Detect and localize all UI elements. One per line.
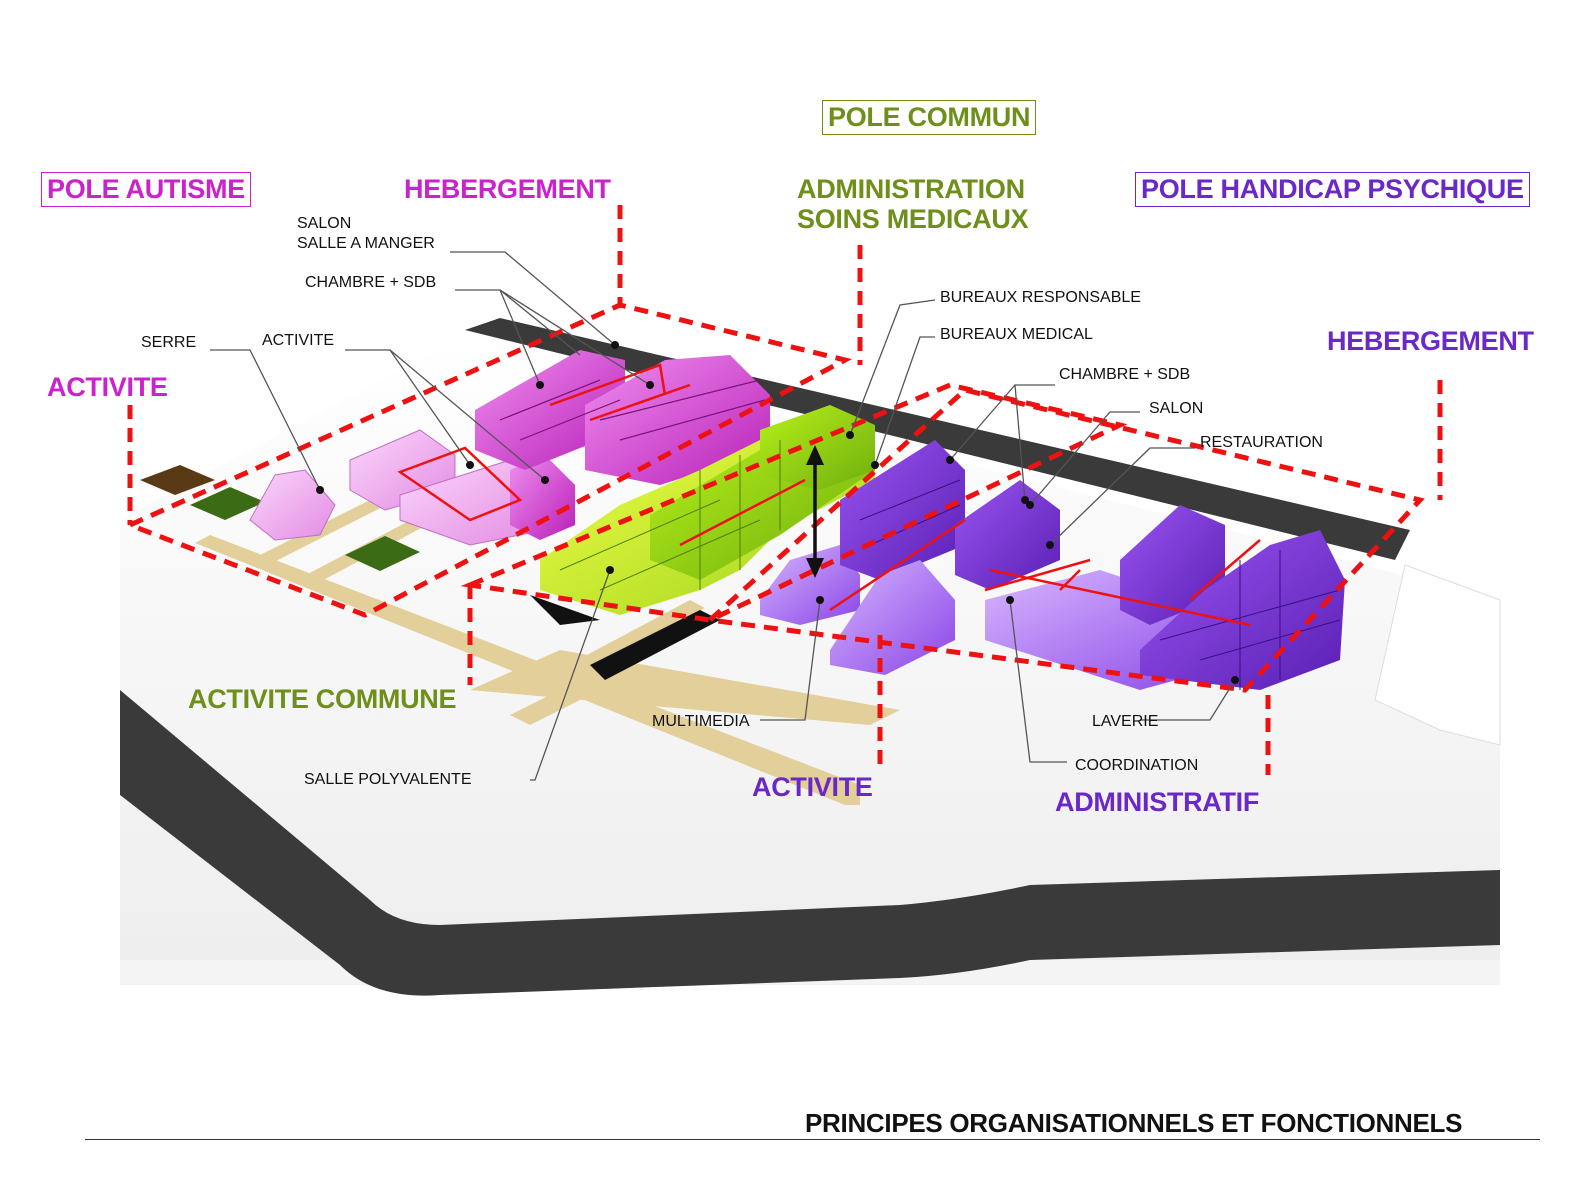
- label-salon: SALON: [297, 214, 351, 234]
- label-activite: ACTIVITE: [262, 331, 334, 351]
- pole-autisme-header: POLE AUTISME: [41, 172, 251, 207]
- label-bureaux-medical: BUREAUX MEDICAL: [940, 325, 1093, 345]
- label-restauration: RESTAURATION: [1200, 433, 1323, 453]
- activite-autisme-header: ACTIVITE: [47, 374, 168, 401]
- activite-psychique-header: ACTIVITE: [752, 774, 873, 801]
- pole-commun-header: POLE COMMUN: [822, 100, 1036, 135]
- label-bureaux-responsable: BUREAUX RESPONSABLE: [940, 288, 1141, 308]
- administratif-header: ADMINISTRATIF: [1055, 789, 1259, 816]
- label-laverie: LAVERIE: [1092, 712, 1158, 732]
- hebergement-autisme-header: HEBERGEMENT: [404, 176, 611, 203]
- label-chambre-sdb-2: CHAMBRE + SDB: [1059, 365, 1190, 385]
- label-serre: SERRE: [141, 333, 196, 353]
- soins-medicaux-header: SOINS MEDICAUX: [797, 206, 1028, 233]
- label-coordination: COORDINATION: [1075, 756, 1198, 776]
- page-title: PRINCIPES ORGANISATIONNELS ET FONCTIONNE…: [805, 1108, 1462, 1139]
- hebergement-psychique-header: HEBERGEMENT: [1327, 328, 1534, 355]
- label-salle-polyvalente: SALLE POLYVALENTE: [304, 770, 471, 790]
- title-underline: [85, 1139, 1540, 1140]
- label-salon-2: SALON: [1149, 399, 1203, 419]
- activite-commune-header: ACTIVITE COMMUNE: [188, 686, 456, 713]
- label-salle-a-manger: SALLE A MANGER: [297, 234, 435, 254]
- pole-handicap-header: POLE HANDICAP PSYCHIQUE: [1135, 172, 1530, 207]
- administration-header: ADMINISTRATION: [797, 176, 1025, 203]
- label-chambre-sdb: CHAMBRE + SDB: [305, 273, 436, 293]
- label-multimedia: MULTIMEDIA: [652, 712, 749, 732]
